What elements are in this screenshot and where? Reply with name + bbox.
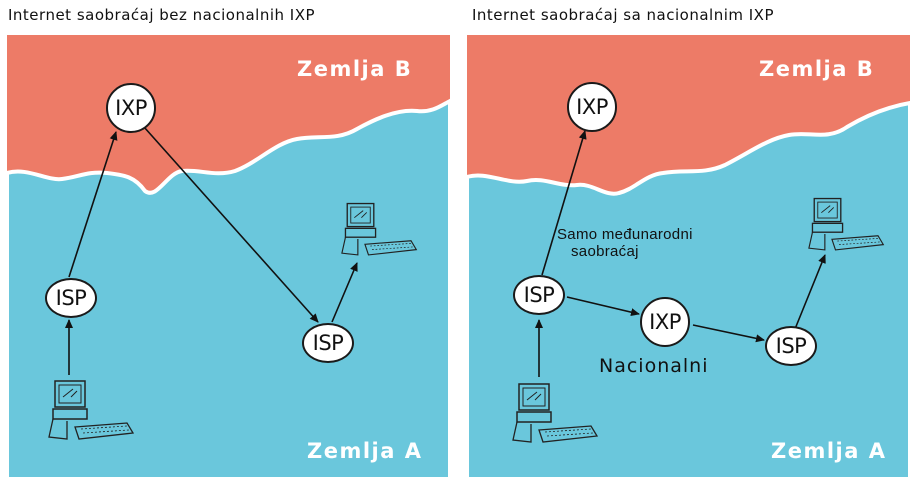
country-b-label: Zemlja B [297,57,413,81]
arrow-ixp-to-isp [143,126,319,323]
panel-title-right: Internet saobraćaj sa nacionalnim IXP [472,6,774,24]
international-traffic-note: Samo međunarodni saobraćaj [557,226,693,260]
country-a-label: Zemlja A [771,439,887,463]
ixp-node-foreign: IXP [567,82,617,132]
map-background [7,35,450,479]
arrow-isp-to-national-ixp [566,296,640,317]
computer-icon [512,383,599,443]
national-ixp-label: Nacionalni [599,355,709,377]
arrow-isp-to-computer [794,254,826,330]
international-traffic-note-line2: saobraćaj [571,243,639,260]
international-traffic-note-line1: Samo međunarodni [557,226,693,243]
arrow-isp-to-computer [331,262,358,323]
diagram-with-national-ixp: Zemlja B Zemlja A IXP ISP IXP ISP Samo m… [467,35,910,479]
country-a-region [7,98,450,479]
computer-icon [341,202,418,256]
country-b-label: Zemlja B [759,57,875,81]
arrow-national-ixp-to-isp [692,324,765,343]
ixp-node-foreign: IXP [106,83,156,133]
arrow-isp-to-ixp [68,131,118,278]
isp-node-sender: ISP [45,278,97,318]
diagram-without-national-ixp: Zemlja B Zemlja A IXP ISP ISP [7,35,450,479]
isp-node-receiver: ISP [302,323,354,363]
arrow-isp-to-foreign-ixp [541,130,587,276]
isp-node-receiver: ISP [765,326,817,366]
computer-icon [48,380,135,440]
map-background [467,35,910,479]
ixp-node-national: IXP [640,297,690,347]
country-a-region [467,100,910,479]
isp-node-sender: ISP [513,275,565,315]
country-a-label: Zemlja A [307,439,423,463]
panel-title-left: Internet saobraćaj bez nacionalnih IXP [8,6,316,24]
computer-icon [808,197,885,251]
